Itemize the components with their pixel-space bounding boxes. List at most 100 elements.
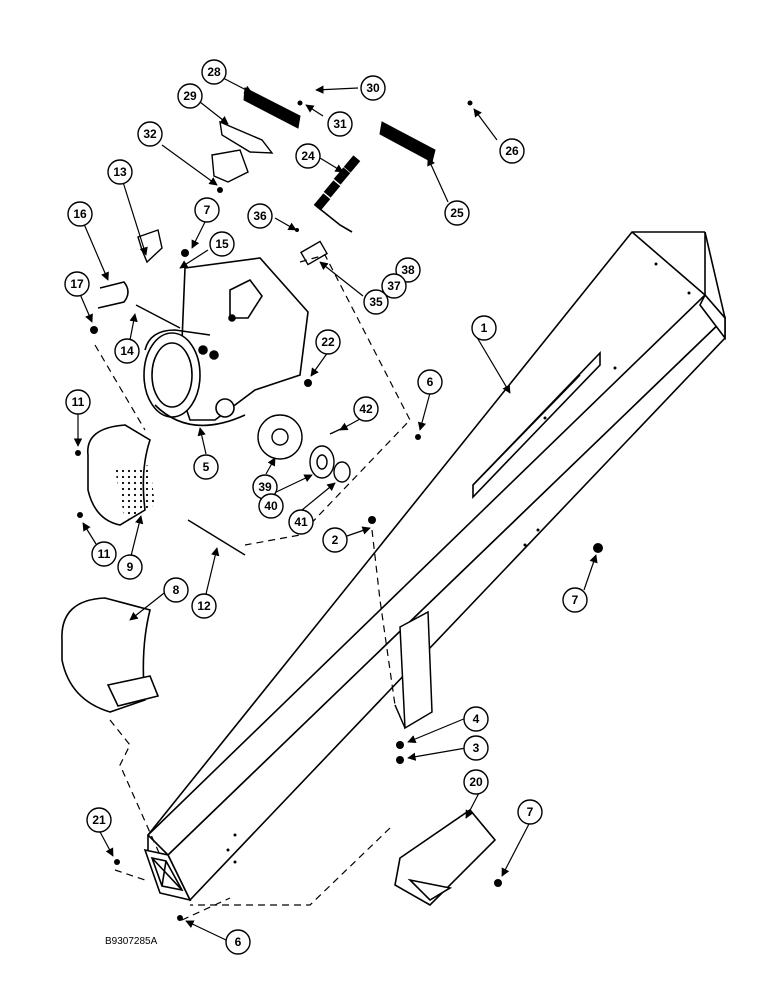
shield-9 <box>87 424 155 526</box>
callout-22: 22 <box>315 329 341 355</box>
svg-text:28: 28 <box>207 65 221 79</box>
callout-7c: 7 <box>517 799 543 825</box>
callout-38: 38 <box>395 257 421 283</box>
svg-text:13: 13 <box>113 165 127 179</box>
svg-text:26: 26 <box>505 144 519 158</box>
mounting-plate <box>394 610 433 730</box>
svg-text:25: 25 <box>450 206 464 220</box>
cover-20 <box>394 808 497 906</box>
callout-15: 15 <box>209 231 235 257</box>
svg-text:31: 31 <box>333 117 347 131</box>
svg-text:12: 12 <box>197 599 211 613</box>
washer-41 <box>333 461 351 483</box>
svg-text:42: 42 <box>359 402 373 416</box>
bolt-14 <box>135 304 181 329</box>
callout-20: 20 <box>463 769 489 795</box>
svg-text:35: 35 <box>369 295 383 309</box>
callout-11a: 11 <box>65 389 91 415</box>
svg-text:11: 11 <box>72 395 85 409</box>
svg-text:37: 37 <box>387 279 401 293</box>
svg-text:15: 15 <box>215 237 229 251</box>
svg-text:6: 6 <box>427 375 434 389</box>
callout-7a: 7 <box>194 197 220 223</box>
svg-text:24: 24 <box>301 149 315 163</box>
svg-text:1: 1 <box>481 321 488 335</box>
callouts: 28 30 29 31 26 32 24 13 25 7 36 16 15 38… <box>64 59 588 955</box>
assembly-lines <box>94 254 411 921</box>
callout-4: 4 <box>463 706 489 732</box>
callout-13: 13 <box>107 159 133 185</box>
sprocket-39 <box>257 414 303 460</box>
bracket-29 <box>219 120 274 154</box>
callout-14: 14 <box>114 338 140 364</box>
svg-text:39: 39 <box>258 480 272 494</box>
svg-text:32: 32 <box>143 127 157 141</box>
callout-30: 30 <box>360 75 386 101</box>
bolt-13 <box>137 229 163 264</box>
svg-text:40: 40 <box>264 499 278 513</box>
chain-guide-28 <box>243 87 301 129</box>
callout-12: 12 <box>191 593 217 619</box>
shield-8 <box>61 597 160 713</box>
callout-6a: 6 <box>417 369 443 395</box>
hardware <box>75 100 603 921</box>
chain-guide-25 <box>379 121 436 163</box>
callout-41: 41 <box>288 509 314 535</box>
svg-text:9: 9 <box>127 560 134 574</box>
callout-35: 35 <box>363 289 389 315</box>
svg-text:5: 5 <box>203 460 210 474</box>
svg-text:21: 21 <box>92 813 106 827</box>
callout-7b: 7 <box>562 587 588 613</box>
svg-text:2: 2 <box>332 533 339 547</box>
callout-17: 17 <box>64 271 90 297</box>
callout-26: 26 <box>499 138 525 164</box>
link-35 <box>300 240 328 266</box>
callout-31: 31 <box>327 111 353 137</box>
u-bolt-16 <box>97 281 129 309</box>
svg-text:3: 3 <box>473 741 480 755</box>
svg-text:6: 6 <box>235 935 242 949</box>
callout-40: 40 <box>258 493 284 519</box>
callout-21: 21 <box>86 807 112 833</box>
callout-3: 3 <box>463 735 489 761</box>
callout-25: 25 <box>444 200 470 226</box>
chain-24 <box>313 155 361 233</box>
callout-36: 36 <box>247 203 273 229</box>
svg-text:11: 11 <box>98 547 111 561</box>
rod-12 <box>187 519 246 556</box>
callout-29: 29 <box>177 83 203 109</box>
svg-text:4: 4 <box>473 712 480 726</box>
callout-11b: 11 <box>91 541 117 567</box>
callout-9: 9 <box>117 554 143 580</box>
callout-16: 16 <box>67 201 93 227</box>
svg-text:38: 38 <box>401 263 415 277</box>
callout-8: 8 <box>163 577 189 603</box>
svg-text:22: 22 <box>321 335 335 349</box>
drawing-code: B9307285A <box>105 936 158 947</box>
svg-text:29: 29 <box>183 89 197 103</box>
svg-text:8: 8 <box>173 583 180 597</box>
callout-32: 32 <box>137 121 163 147</box>
head-housing <box>143 257 309 427</box>
svg-text:7: 7 <box>527 805 534 819</box>
svg-text:7: 7 <box>204 203 211 217</box>
callout-6b: 6 <box>225 929 251 955</box>
bushing-40 <box>309 445 335 479</box>
svg-text:17: 17 <box>70 277 84 291</box>
callout-28: 28 <box>201 59 227 85</box>
svg-text:14: 14 <box>120 344 134 358</box>
svg-text:41: 41 <box>294 515 308 529</box>
callout-2: 2 <box>322 527 348 553</box>
auger-tube <box>143 231 727 902</box>
callout-5: 5 <box>193 454 219 480</box>
callout-1: 1 <box>471 315 497 341</box>
callout-42: 42 <box>353 396 379 422</box>
svg-text:16: 16 <box>73 207 87 221</box>
svg-text:36: 36 <box>253 209 267 223</box>
svg-text:30: 30 <box>366 81 380 95</box>
tensioner-32 <box>211 149 249 183</box>
leader-lines <box>73 77 598 941</box>
callout-37: 37 <box>381 273 407 299</box>
callout-24: 24 <box>295 143 321 169</box>
